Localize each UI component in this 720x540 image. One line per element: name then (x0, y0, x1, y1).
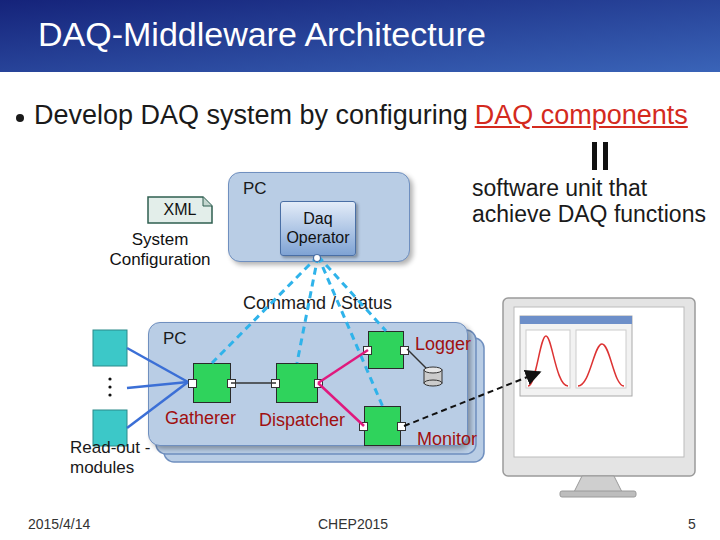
port-square (314, 379, 323, 388)
monitor-screen-illustration (503, 298, 695, 497)
plot-curve (578, 344, 624, 386)
operator-box: Daq Operator (280, 201, 356, 256)
xml-document: XMLSystem Configuration (147, 196, 213, 224)
plot-area (526, 330, 570, 388)
port-square (359, 422, 368, 431)
component-box: Dispatcher (276, 363, 318, 403)
pc-label: PC (163, 329, 187, 349)
footer-date: 2015/4/14 (28, 516, 90, 532)
document-fold (203, 197, 212, 206)
port-square (188, 379, 197, 388)
pc-box: PC Daq Operator (228, 172, 410, 262)
component-label: Dispatcher (259, 410, 345, 431)
readout-module (93, 330, 127, 366)
port-square (227, 379, 236, 388)
pc-label: PC (243, 179, 267, 199)
bullet-text: Develop DAQ system by configuring (34, 100, 468, 131)
plot-curve (528, 336, 568, 386)
ellipsis-dot (108, 393, 111, 396)
screen-window (520, 316, 632, 396)
monitor-stand (574, 476, 622, 492)
ellipsis-dot (108, 385, 111, 388)
monitor-frame (503, 298, 695, 476)
connector-caption: Command / Status (243, 293, 392, 314)
equals-bar (603, 142, 608, 170)
window-titlebar (520, 316, 632, 324)
component-box: Logger (368, 331, 404, 369)
readout-label: Read-out -modules (70, 438, 155, 477)
definition-note: software unit that achieve DAQ functions (472, 175, 717, 228)
component-box: Monitor (364, 406, 401, 446)
ellipsis-dot (108, 377, 111, 380)
footer-event: CHEP2015 (318, 516, 388, 532)
page-number: 5 (688, 516, 696, 532)
component-label: Logger (415, 334, 471, 355)
port-square (397, 422, 406, 431)
component-box: Gatherer (193, 363, 231, 403)
title-bar (0, 0, 720, 72)
highlight-term: DAQ components (475, 100, 688, 131)
port-square (363, 346, 372, 355)
config-label: System Configuration (80, 230, 240, 269)
component-label: Monitor (417, 429, 477, 450)
monitor-base (560, 491, 636, 497)
component-label: Gatherer (165, 408, 236, 429)
slide-title: DAQ-Middleware Architecture (38, 15, 486, 54)
bullet-dot (16, 114, 24, 122)
document-label: XML (147, 196, 213, 224)
port-square (400, 346, 409, 355)
equals-bar (592, 142, 597, 170)
pc-box: PCGathererDispatcherLoggerMonitor (148, 322, 468, 446)
port-square (271, 379, 280, 388)
monitor-screen (514, 307, 684, 457)
plot-area (576, 330, 626, 388)
document-shape (148, 197, 212, 223)
operator-label: Daq Operator (281, 210, 355, 247)
